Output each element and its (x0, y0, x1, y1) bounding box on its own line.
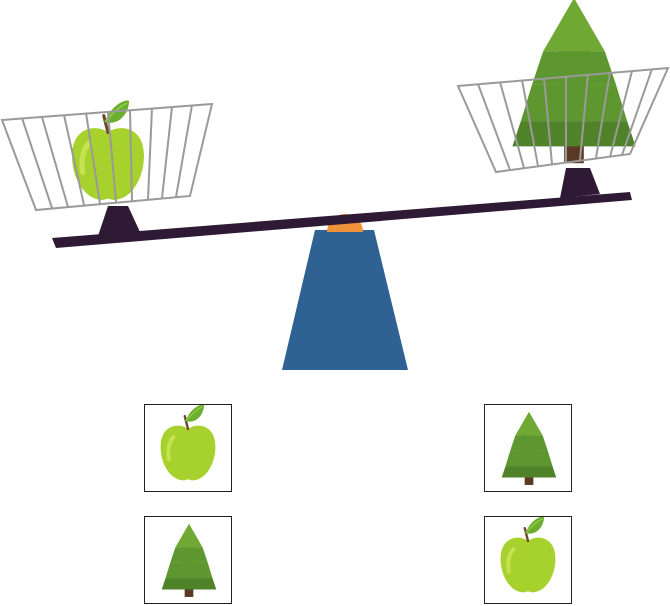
scale-beam (52, 192, 632, 248)
choice-1-right-card[interactable] (484, 404, 572, 492)
choice-2-right-card[interactable] (484, 516, 572, 604)
right-pan-support (560, 168, 600, 198)
choice-1-left-card[interactable] (144, 404, 232, 492)
right-pan-tree-icon (512, 0, 636, 164)
tree-icon (501, 411, 557, 485)
right-basket (456, 66, 670, 174)
tree-icon (161, 523, 217, 597)
choice-2-left-card[interactable] (144, 516, 232, 604)
apple-icon (485, 517, 571, 603)
scale-stand (282, 230, 408, 370)
left-basket (0, 102, 214, 212)
left-pan-support (98, 206, 140, 236)
apple-icon (145, 405, 231, 491)
